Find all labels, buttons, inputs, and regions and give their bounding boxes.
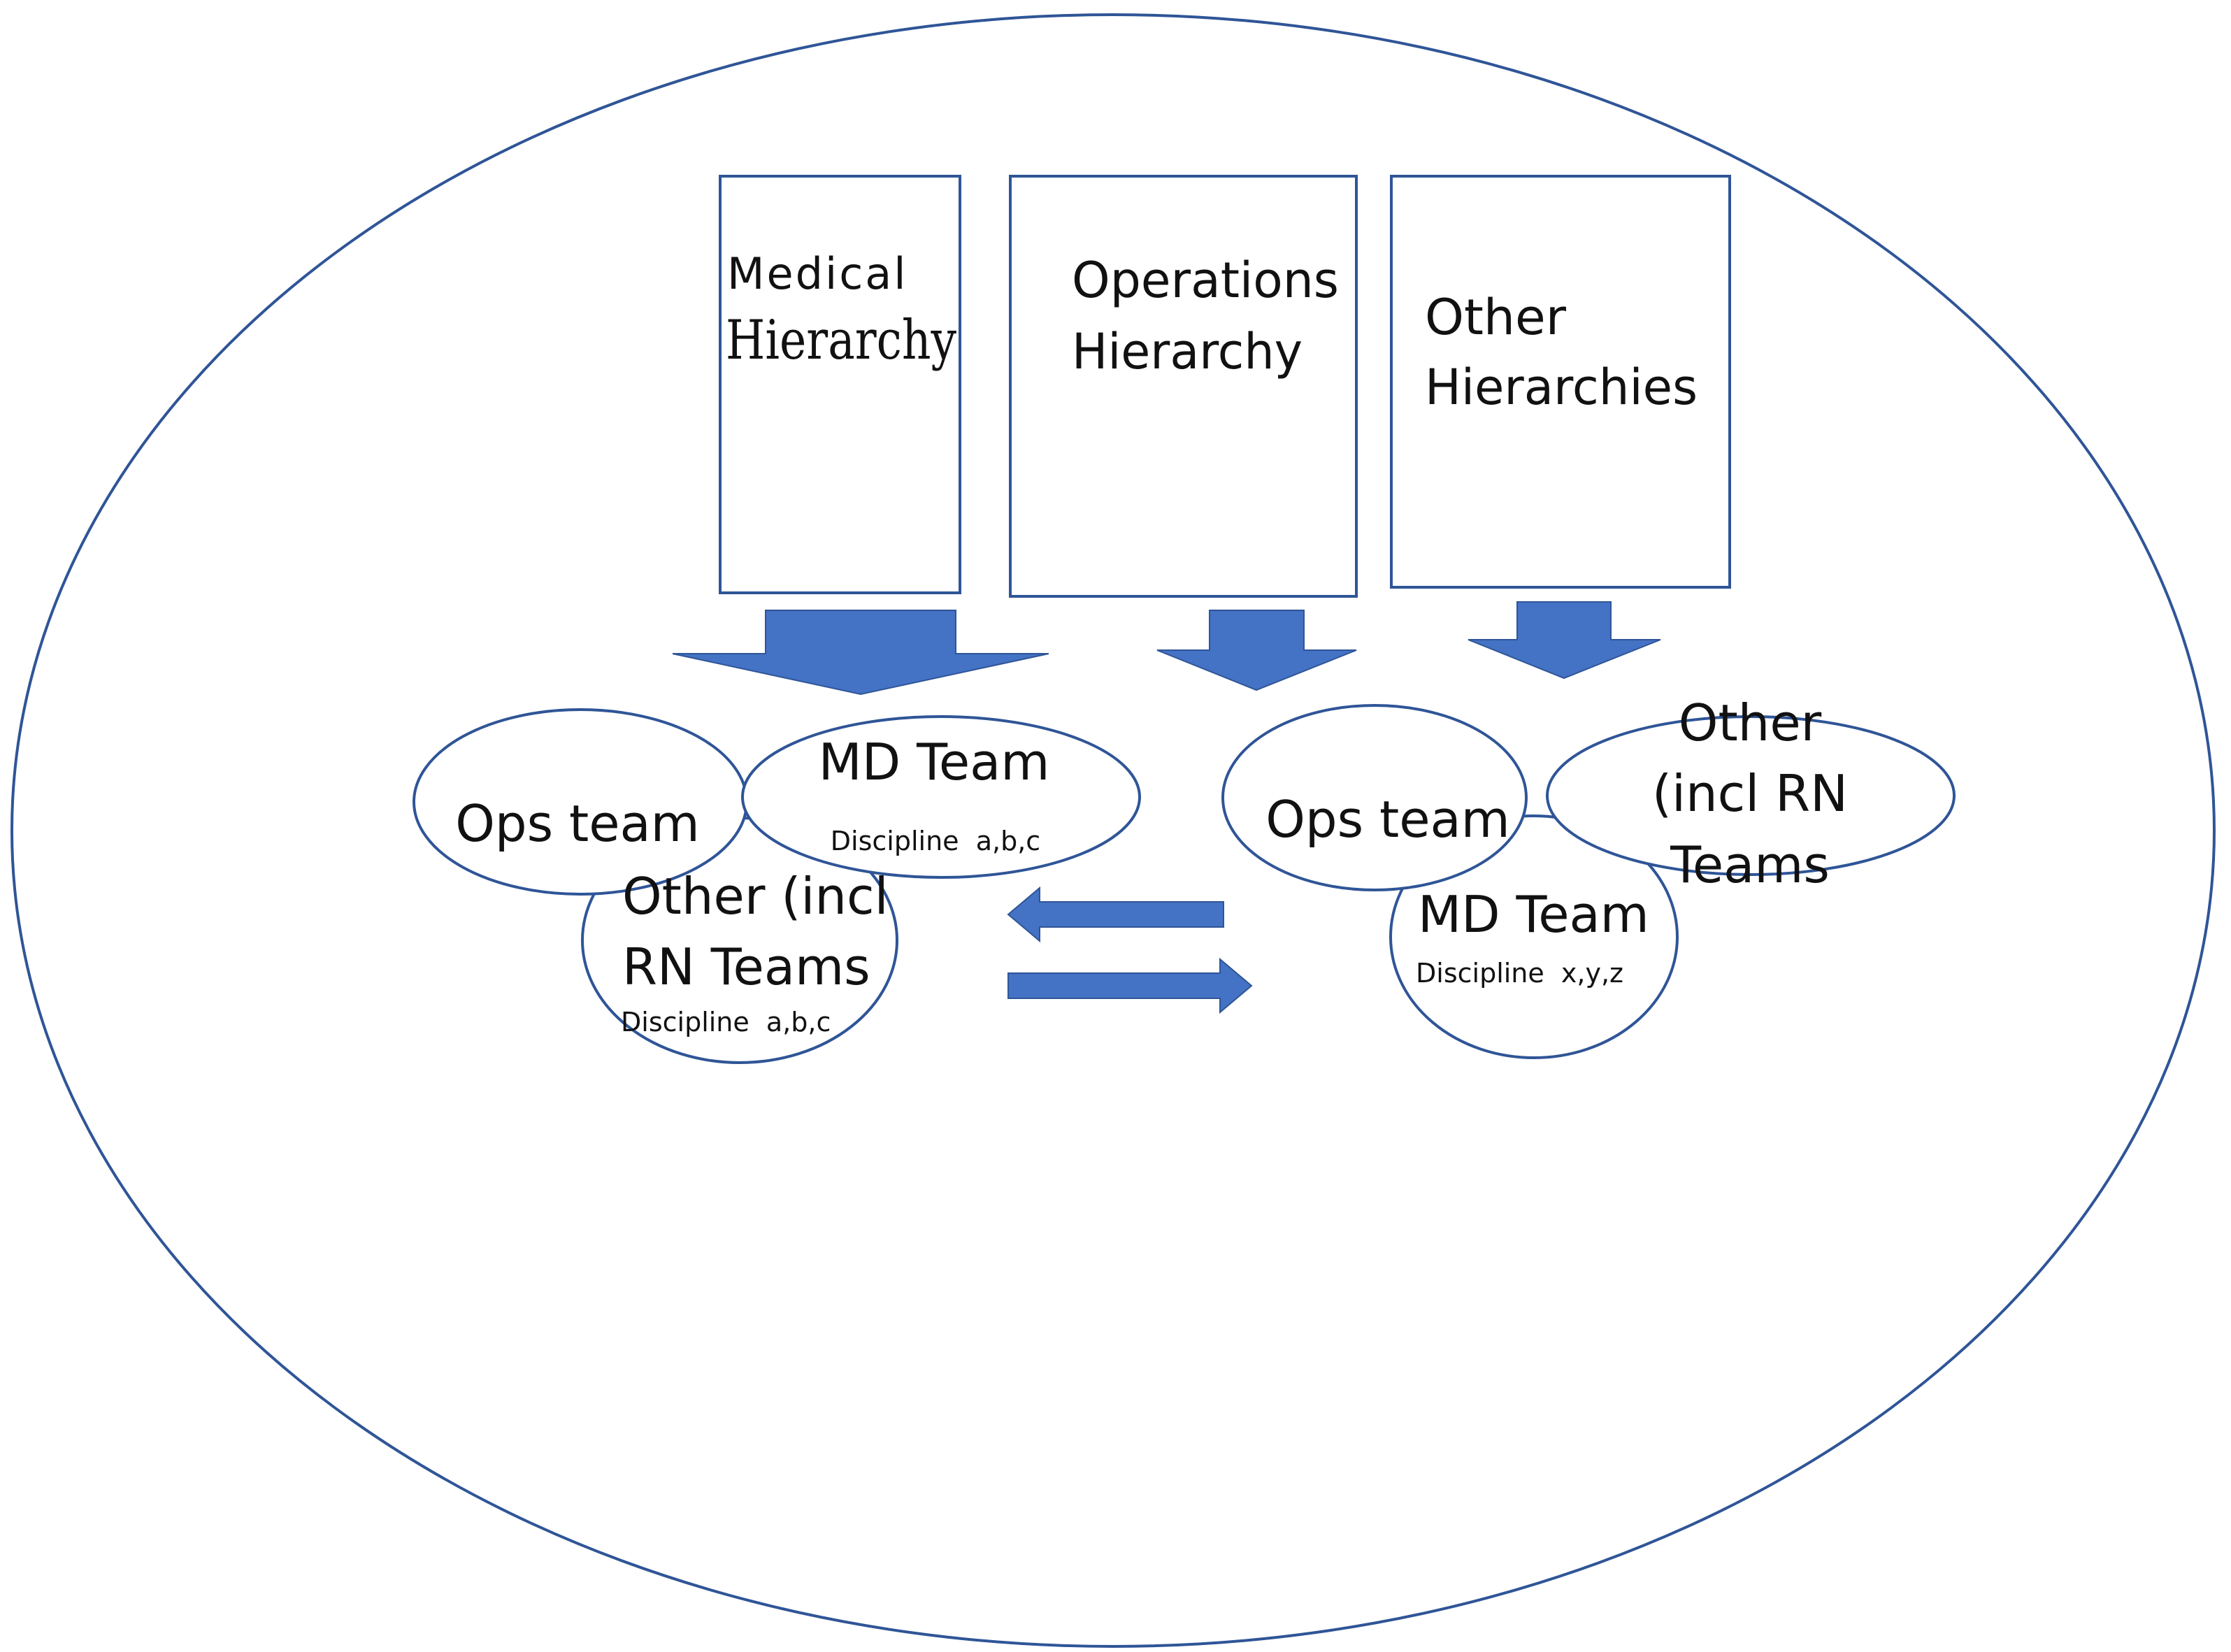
left-ops-team-label: Ops team [455, 794, 700, 853]
right-ops-team-label: Ops team [1265, 790, 1510, 849]
right-md-team-ellipse [1389, 814, 1679, 1059]
right-md-team-label: MD Team [1418, 885, 1649, 944]
right-other-team-label-line2: (incl RN [1652, 764, 1848, 823]
right-ops-team-ellipse [1221, 704, 1528, 891]
other-hierarchies-label-line2: Hierarchies [1425, 359, 1698, 416]
right-other-team-label-line3: Teams [1670, 835, 1830, 894]
right-other-team-label-line1: Other [1679, 694, 1822, 752]
medical-down-arrow [672, 610, 1049, 696]
other-hierarchies-box [1390, 175, 1731, 589]
operations-hierarchy-box [1009, 175, 1358, 598]
medical-hierarchy-box [719, 175, 961, 594]
exchange-arrow-right [1007, 957, 1253, 1014]
left-md-discipline-label: Discipline a,b,c [831, 826, 1040, 856]
left-other-discipline-label: Discipline a,b,c [621, 1007, 831, 1037]
medical-hierarchy-label-line2: Hierarchy [726, 309, 956, 372]
exchange-arrow-left [1007, 886, 1224, 943]
left-other-team-label-line1: Other (incl [622, 867, 889, 926]
left-other-team-label-line2: RN Teams [622, 938, 870, 996]
operations-hierarchy-label-line2: Hierarchy [1072, 323, 1303, 380]
other-hierarchies-label-line1: Other [1425, 289, 1566, 346]
operations-hierarchy-label-line1: Operations [1072, 252, 1339, 309]
left-md-team-ellipse [741, 715, 1141, 879]
other-down-arrow [1468, 601, 1661, 680]
organization-boundary-ellipse [10, 13, 2216, 1648]
operations-down-arrow [1156, 610, 1357, 691]
right-md-discipline-label: Discipline x,y,z [1416, 958, 1623, 989]
left-md-team-label: MD Team [819, 733, 1050, 791]
medical-hierarchy-label-line1: Medical [727, 248, 908, 299]
right-other-team-ellipse [1546, 715, 1956, 876]
